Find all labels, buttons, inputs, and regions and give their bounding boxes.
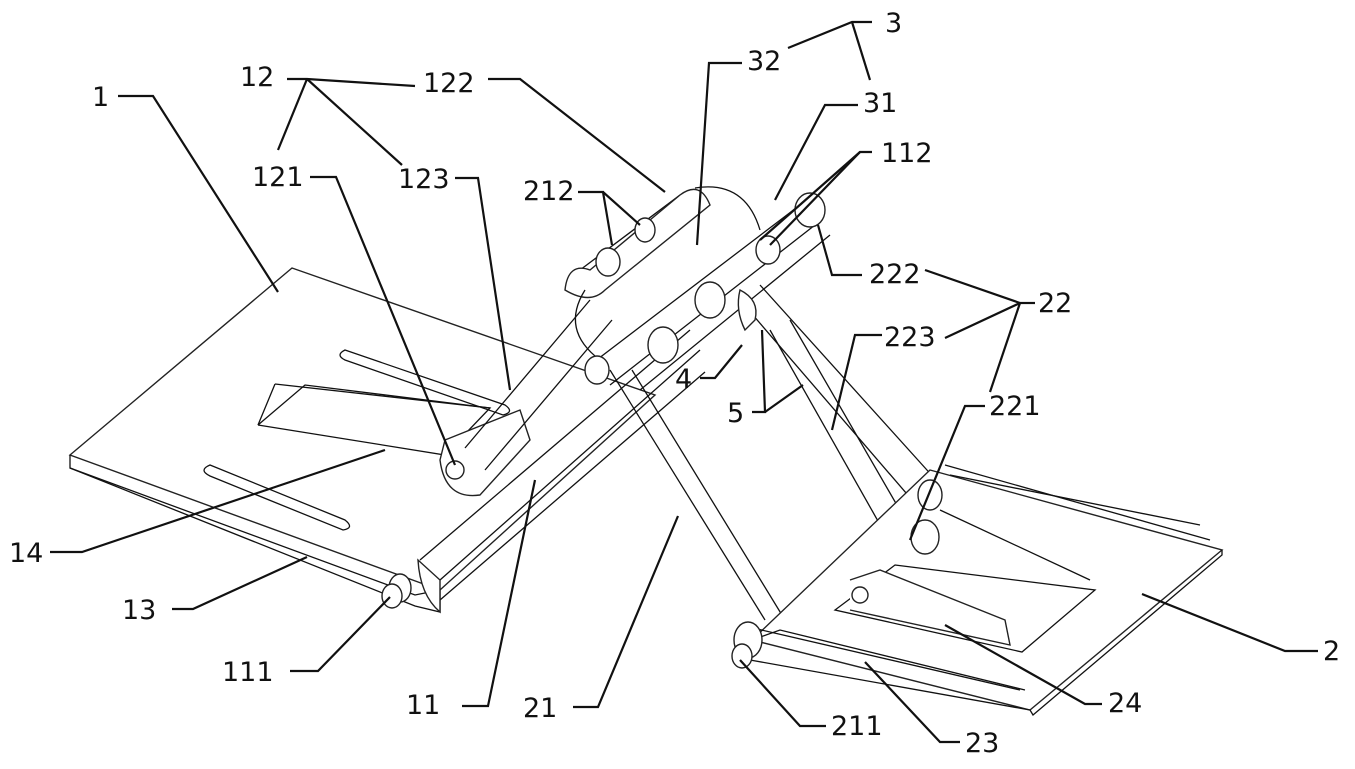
label-21: 21: [523, 693, 558, 724]
label-14: 14: [9, 538, 44, 569]
label-222: 222: [869, 259, 921, 290]
label-5: 5: [727, 398, 745, 429]
label-24: 24: [1108, 688, 1143, 719]
label-112: 112: [881, 138, 933, 169]
right-plate: [731, 464, 1224, 716]
label-22: 22: [1038, 288, 1073, 319]
label-4: 4: [675, 364, 693, 395]
label-223: 223: [884, 322, 936, 353]
label-1: 1: [92, 82, 110, 113]
label-12: 12: [240, 62, 275, 93]
bracket: [439, 409, 531, 497]
label-111: 111: [222, 657, 274, 688]
label-32: 32: [747, 46, 782, 77]
left-hinge-rod: [381, 329, 706, 614]
label-212: 212: [523, 176, 575, 207]
label-11: 11: [406, 690, 441, 721]
label-221: 221: [989, 391, 1041, 422]
label-13: 13: [122, 595, 157, 626]
label-211: 211: [831, 711, 883, 742]
label-3: 3: [885, 8, 903, 39]
label-31: 31: [863, 88, 898, 119]
label-122: 122: [423, 68, 475, 99]
left-plate: [68, 267, 657, 613]
top-tubes: [564, 186, 831, 391]
label-121: 121: [252, 162, 304, 193]
leader-lines: [50, 20, 1318, 744]
label-23: 23: [965, 728, 1000, 759]
label-123: 123: [398, 164, 450, 195]
label-2: 2: [1323, 636, 1341, 667]
